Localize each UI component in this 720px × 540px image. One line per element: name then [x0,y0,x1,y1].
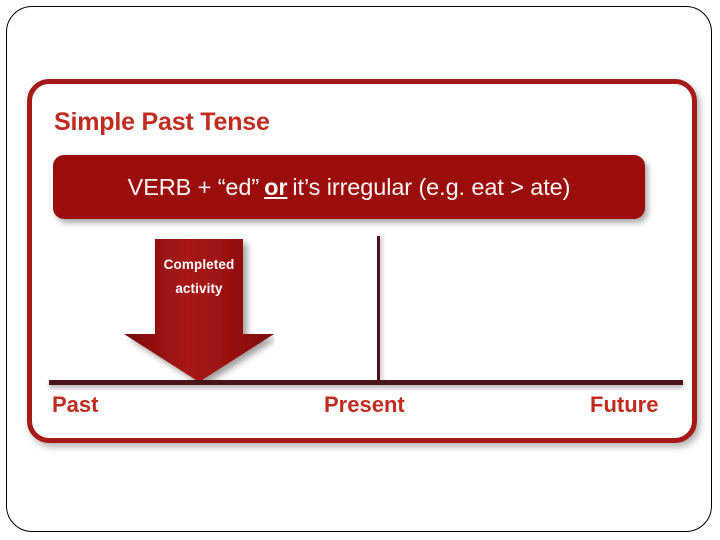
timeline-axis [49,380,683,385]
formula-part1: VERB + “ed” [127,173,260,200]
page-title: Simple Past Tense [54,108,270,136]
timeline-label-present: Present [324,392,405,417]
formula-part2: it’s irregular (e.g. eat > ate) [292,173,571,200]
formula-operator: or [264,173,288,200]
down-arrow-icon [124,239,274,382]
completed-activity-arrow: Completed activity [124,239,274,384]
present-divider-tick [377,236,380,382]
timeline-label-past: Past [52,392,99,417]
timeline-label-future: Future [590,392,659,417]
